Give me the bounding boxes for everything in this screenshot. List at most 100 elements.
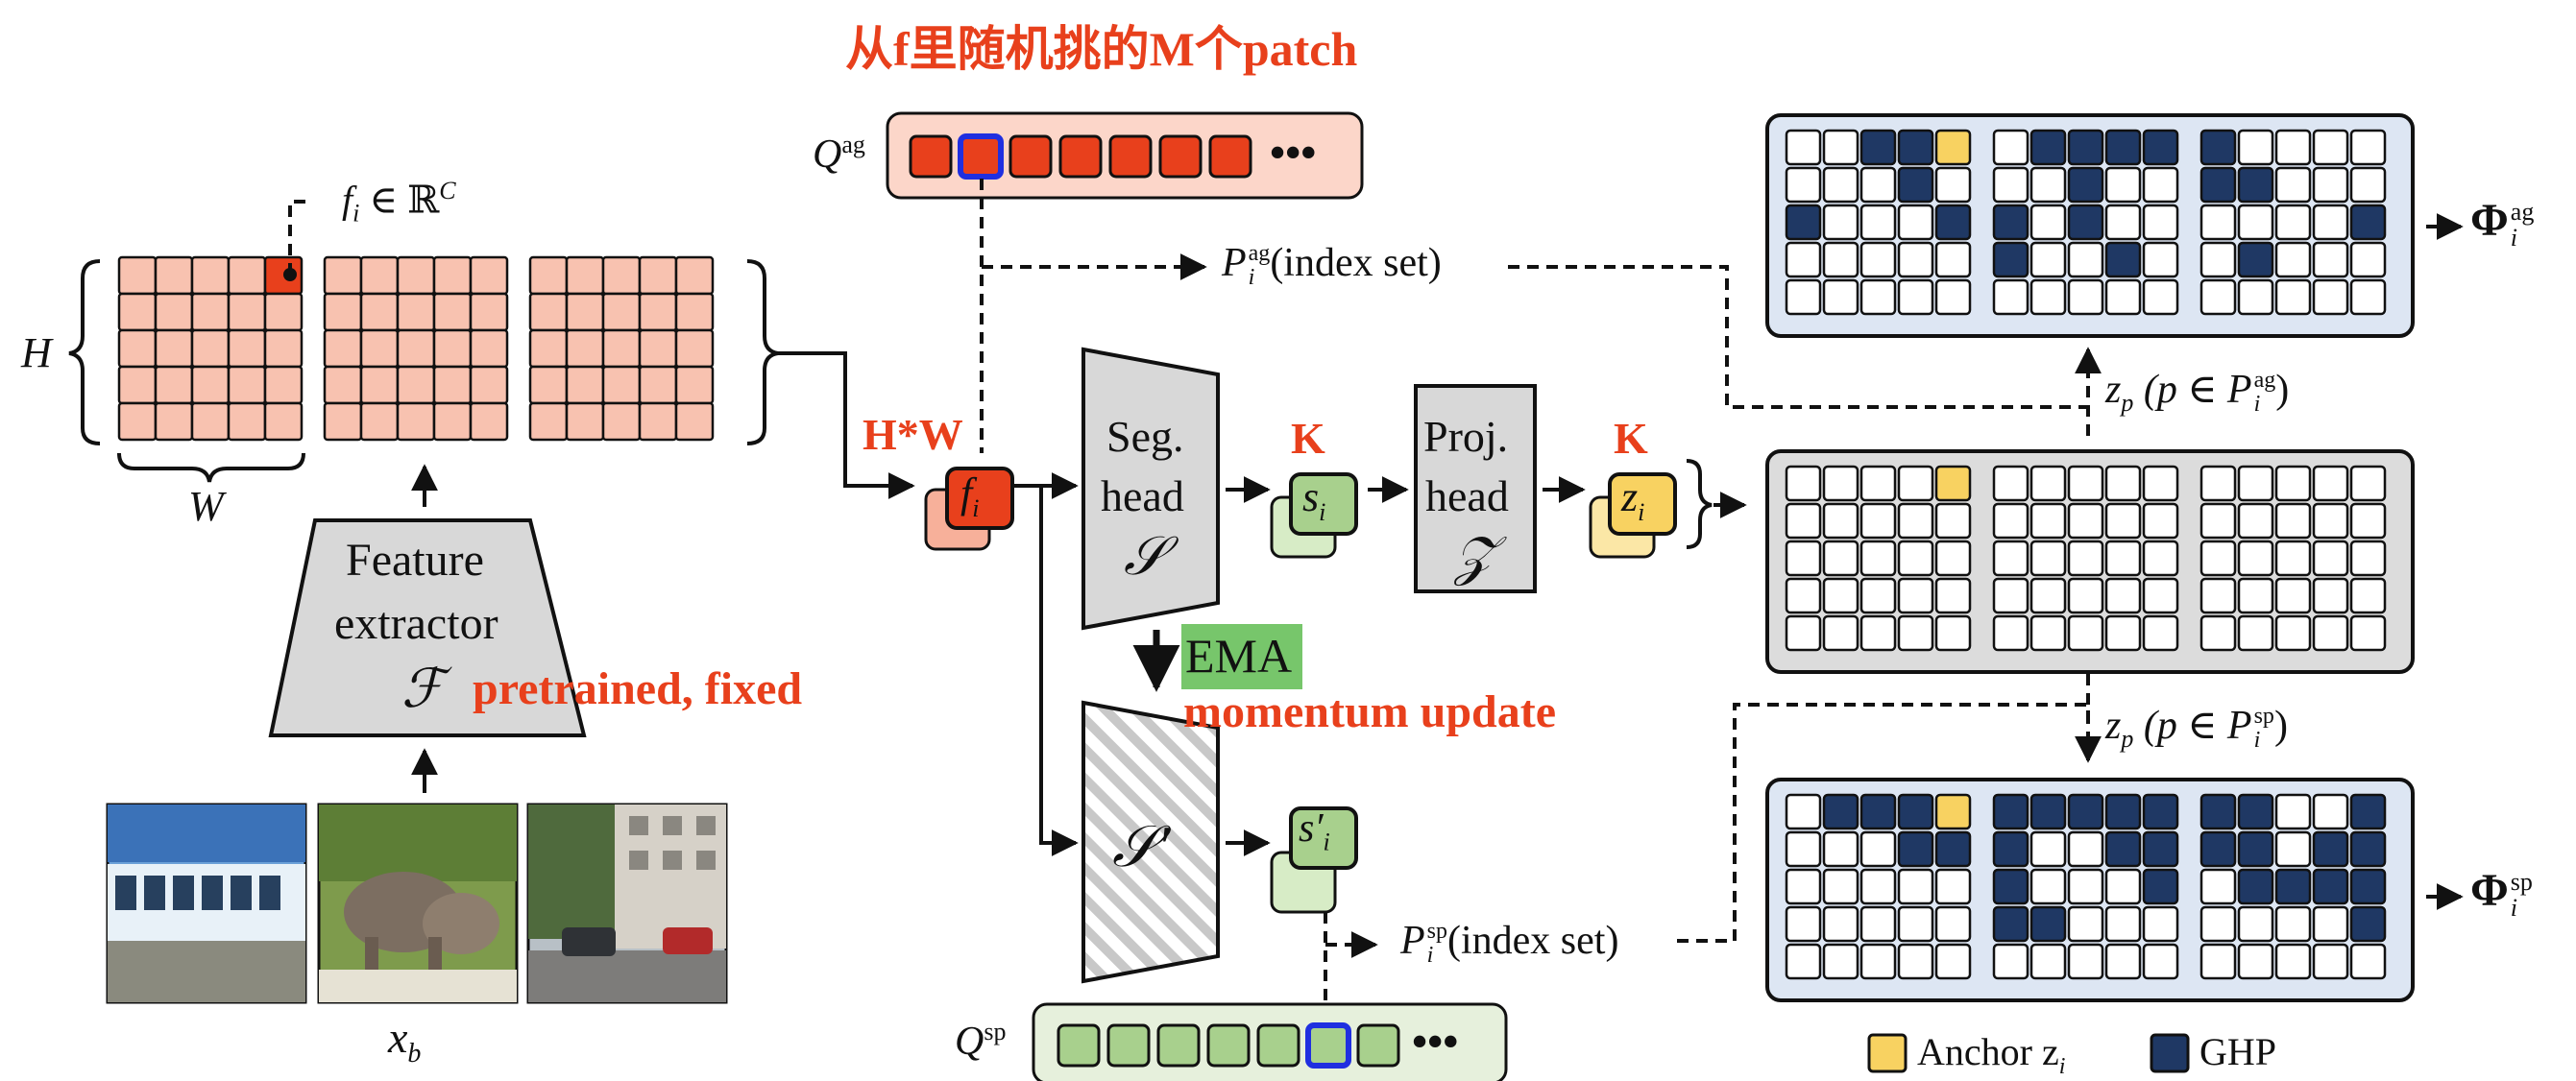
grid-cell bbox=[1822, 465, 1859, 502]
feature-cell bbox=[432, 292, 473, 332]
feature-cell bbox=[323, 365, 363, 405]
grid-cell bbox=[2274, 614, 2312, 652]
grid-cell bbox=[2274, 793, 2312, 830]
grid-cell bbox=[1992, 278, 2029, 316]
grid-cell bbox=[2029, 943, 2067, 980]
grid-cell bbox=[2199, 502, 2237, 540]
feature-cell bbox=[638, 328, 678, 369]
grid-cell bbox=[2312, 129, 2349, 166]
mid-grid bbox=[1785, 465, 2387, 652]
grid-cell bbox=[2067, 943, 2104, 980]
ag-grid bbox=[1785, 129, 2387, 316]
grid-cell bbox=[2142, 166, 2179, 204]
feature-cell bbox=[323, 255, 363, 296]
grid-cell bbox=[1785, 793, 1822, 830]
ghp-cell bbox=[2029, 129, 2067, 166]
grid-cell bbox=[2029, 614, 2067, 652]
grid-cell bbox=[1934, 905, 1972, 943]
grid-cell bbox=[1785, 577, 1822, 614]
ghp-cell bbox=[1992, 793, 2029, 830]
feature-cell bbox=[190, 255, 231, 296]
grid-cell bbox=[2237, 465, 2274, 502]
ghp-cell bbox=[1992, 868, 2029, 905]
grid-cell bbox=[2312, 614, 2349, 652]
grid-cell bbox=[1859, 540, 1897, 577]
feature-cell bbox=[638, 401, 678, 442]
feature-cell bbox=[117, 292, 158, 332]
grid-cell bbox=[1897, 278, 1934, 316]
feature-map bbox=[117, 255, 715, 442]
grid-cell bbox=[1822, 577, 1859, 614]
ghp-cell bbox=[2067, 166, 2104, 204]
grid-cell bbox=[2199, 278, 2237, 316]
grid-cell bbox=[2142, 614, 2179, 652]
ema-label: EMA bbox=[1185, 629, 1293, 683]
grid-cell bbox=[1934, 614, 1972, 652]
grid-cell bbox=[2199, 943, 2237, 980]
ghp-cell bbox=[2199, 166, 2237, 204]
q-ag-cell bbox=[1208, 134, 1252, 179]
ghp-cell bbox=[1992, 830, 2029, 868]
ghp-cell bbox=[2274, 868, 2312, 905]
feature-cell bbox=[263, 328, 304, 369]
ghp-cell bbox=[2349, 830, 2387, 868]
width-brace bbox=[117, 452, 305, 483]
grid-cell bbox=[2067, 905, 2104, 943]
feature-cell bbox=[154, 255, 194, 296]
seg-head-symbol: 𝒮 bbox=[1124, 527, 1166, 587]
feature-cell bbox=[674, 401, 715, 442]
grid-cell bbox=[2067, 278, 2104, 316]
ghp-cell bbox=[2067, 129, 2104, 166]
ghp-cell bbox=[1897, 129, 1934, 166]
feature-cell bbox=[227, 255, 267, 296]
fi-annotation: fi ∈ ℝC bbox=[342, 177, 456, 228]
k-label-2: K bbox=[1614, 414, 1648, 463]
grid-cell bbox=[2349, 502, 2387, 540]
grid-cell bbox=[1785, 614, 1822, 652]
ghp-cell bbox=[2312, 868, 2349, 905]
seg-head-label-2: head bbox=[1101, 471, 1184, 520]
feature-cell bbox=[190, 401, 231, 442]
grid-cell bbox=[1897, 943, 1934, 980]
grid-cell bbox=[1785, 278, 1822, 316]
feature-cell bbox=[117, 328, 158, 369]
seg-head-momentum bbox=[1081, 700, 1220, 984]
grid-cell bbox=[1785, 465, 1822, 502]
grid-cell bbox=[1992, 465, 2029, 502]
feature-cell bbox=[565, 292, 605, 332]
grid-cell bbox=[2104, 540, 2142, 577]
grid-cell bbox=[2274, 166, 2312, 204]
grid-cell bbox=[1822, 868, 1859, 905]
q-ag-cell bbox=[1009, 134, 1053, 179]
feature-cell bbox=[528, 255, 569, 296]
grid-cell bbox=[2104, 166, 2142, 204]
grid-cell bbox=[2237, 129, 2274, 166]
feature-extractor bbox=[268, 518, 587, 737]
q-ag-ellipsis: ••• bbox=[1270, 128, 1317, 177]
pretrained-note: pretrained, fixed bbox=[473, 663, 803, 714]
grid-cell bbox=[2104, 868, 2142, 905]
feature-cell bbox=[117, 255, 158, 296]
ghp-cell bbox=[1934, 830, 1972, 868]
feature-cell bbox=[638, 365, 678, 405]
ghp-cell bbox=[1934, 204, 1972, 241]
grid-cell bbox=[1992, 943, 2029, 980]
grid-cell bbox=[1859, 241, 1897, 278]
q-ag-cell-selected bbox=[958, 133, 1004, 180]
fi-node bbox=[945, 467, 1014, 530]
si-prime-node-label: s′i bbox=[1299, 806, 1330, 856]
feature-cell bbox=[528, 328, 569, 369]
fi-dot bbox=[283, 268, 297, 281]
q-ag-cell bbox=[909, 134, 953, 179]
grid-cell bbox=[2237, 502, 2274, 540]
ghp-cell bbox=[2237, 793, 2274, 830]
si-prime-node bbox=[1289, 806, 1358, 870]
grid-cell bbox=[1785, 166, 1822, 204]
ghp-cell bbox=[1897, 830, 1934, 868]
grid-cell bbox=[2199, 241, 2237, 278]
ghp-cell bbox=[1897, 166, 1934, 204]
q-sp-cell bbox=[1156, 1023, 1201, 1068]
